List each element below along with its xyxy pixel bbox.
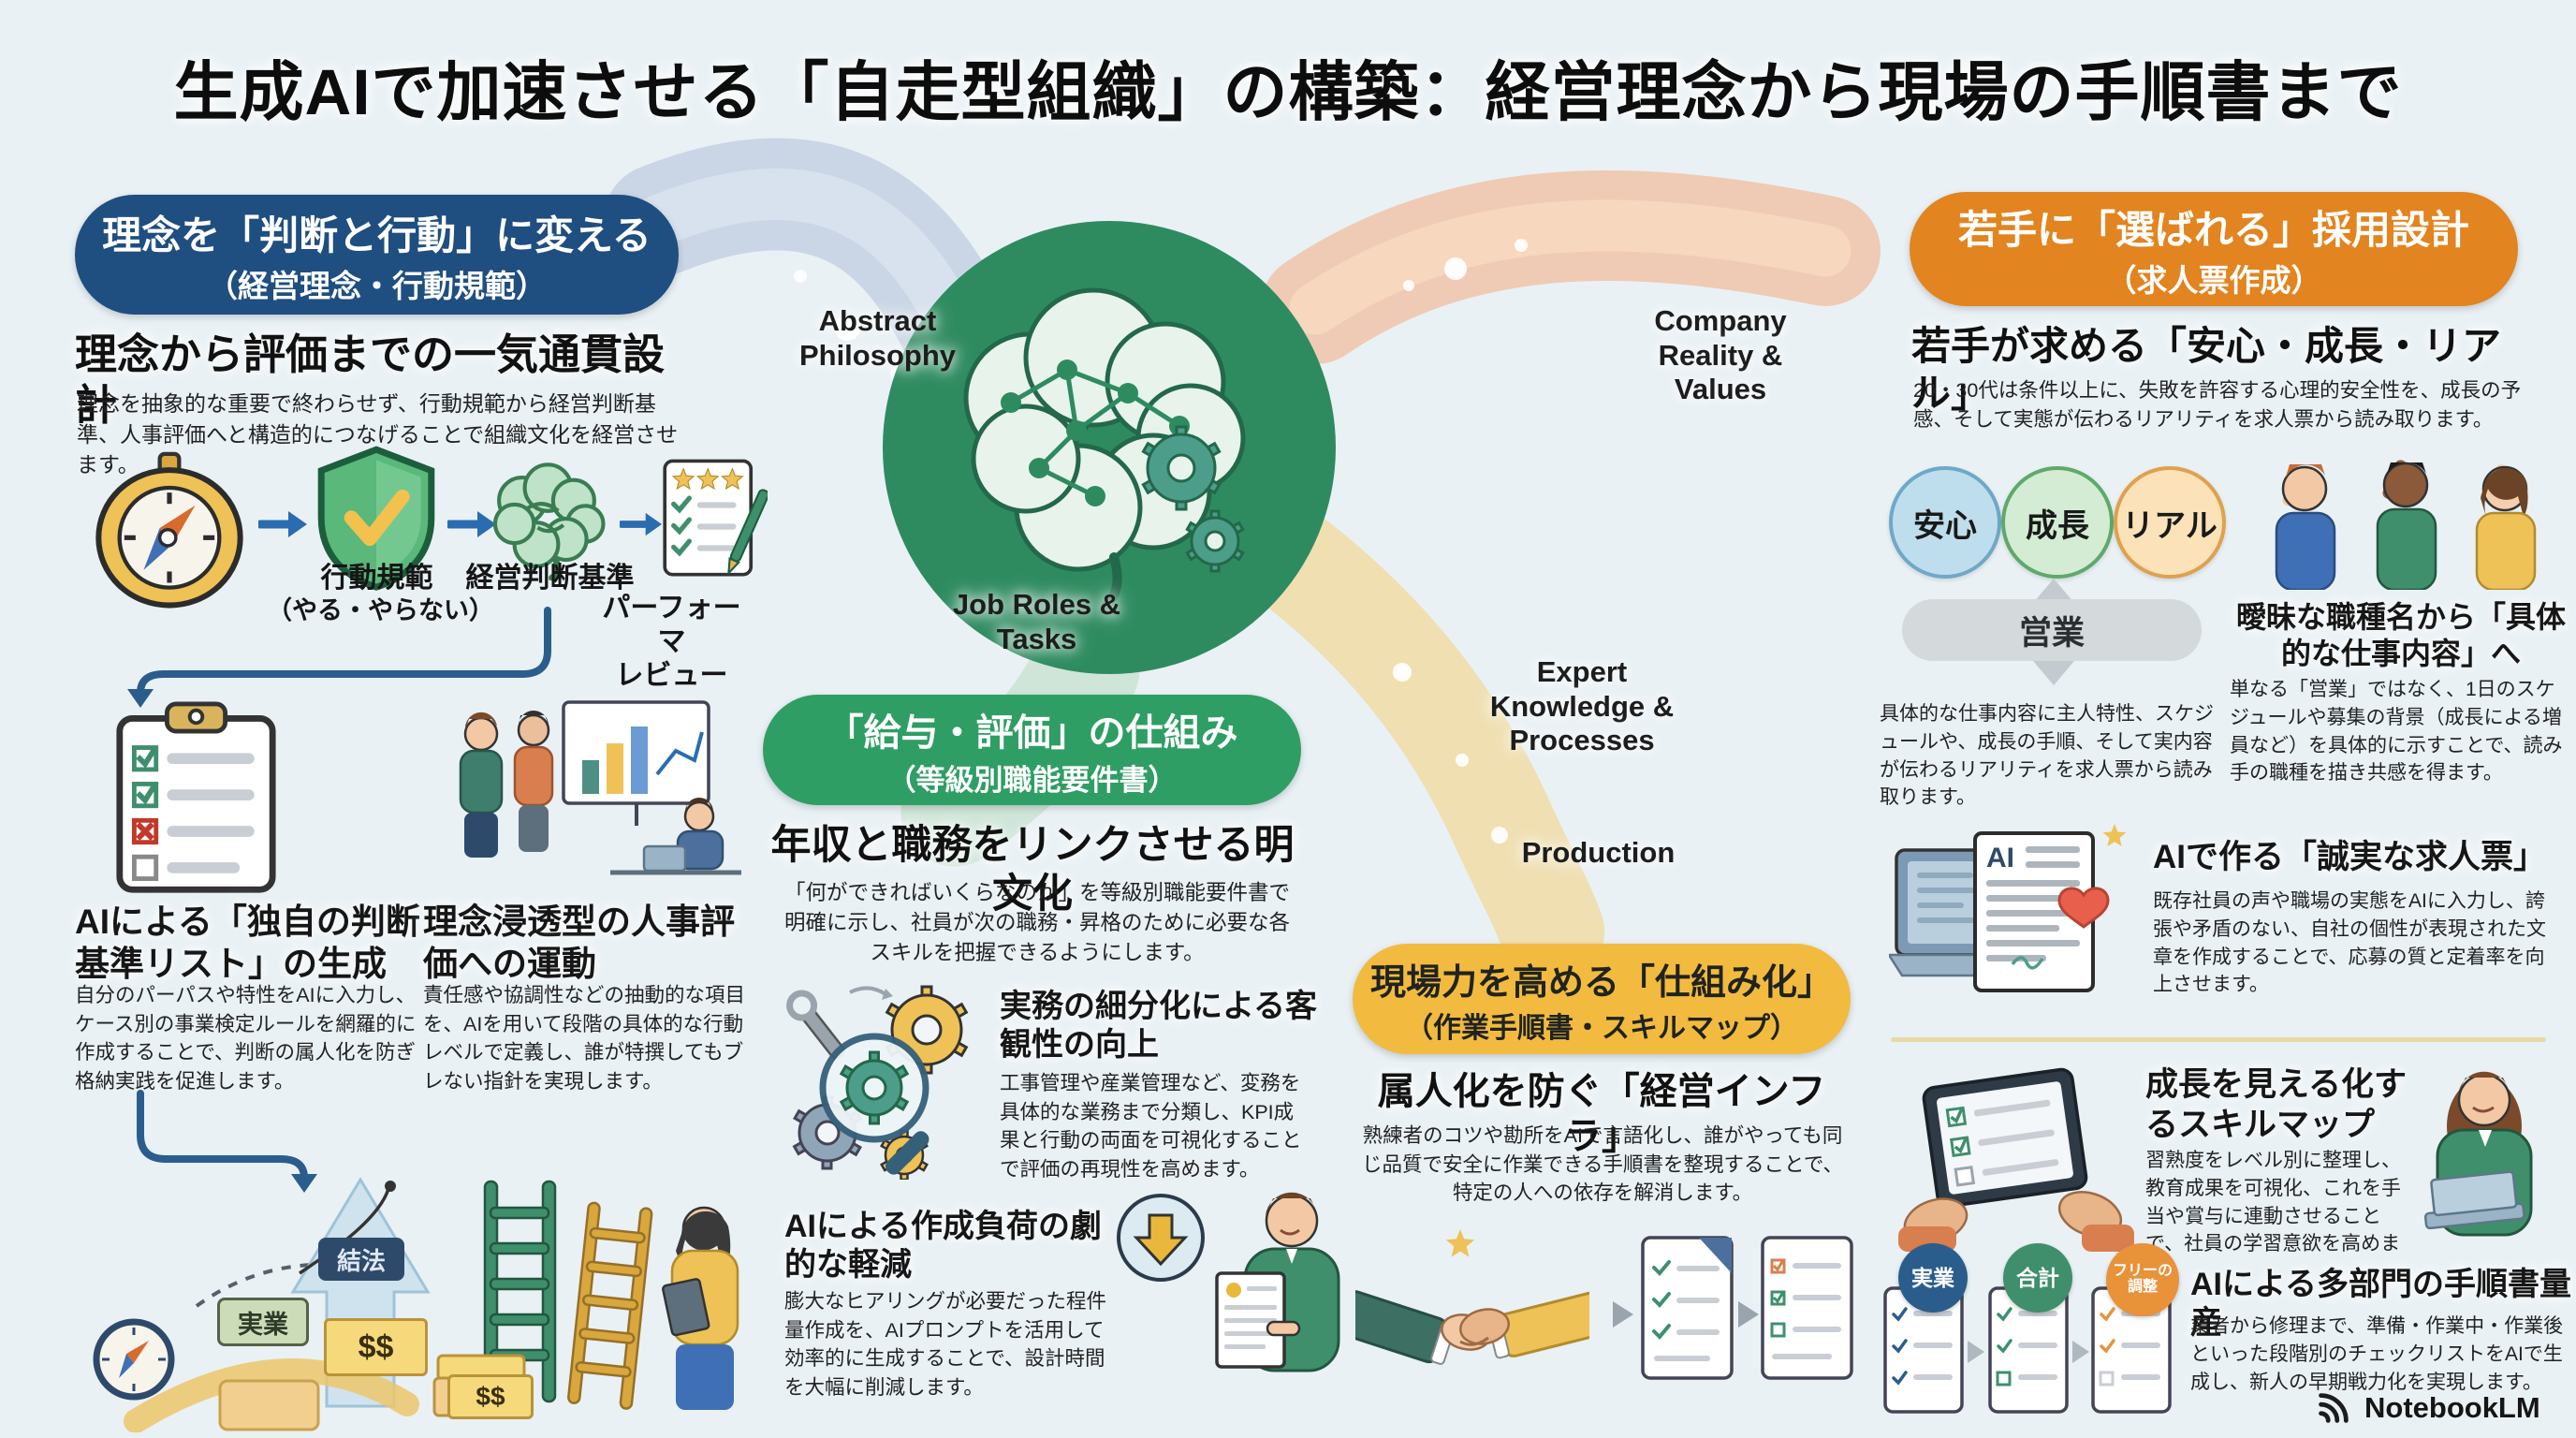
flow-step-label-line2: レビュー [615, 660, 728, 691]
left-section-body: 自分のパーパスや特性をAIに入力し、ケース別の事業検定ルールを網羅的に作成するこ… [75, 984, 417, 1093]
left-section-heading: AIによる「独自の判断基準リスト」の生成 [75, 902, 420, 984]
left-section-body: 責任感や協調性などの抽動的な項目を、AIを用いて段階の具体的な行動レベルで定義し… [423, 984, 746, 1093]
flow-label-abstract-philosophy: Abstract Philosophy [798, 304, 957, 372]
skillmap-section-heading: 成長を見える化するスキルマップ [2145, 1066, 2407, 1143]
pill-line1: 若手に「選ばれる」採用設計 [1957, 207, 2469, 252]
gear-icon [1141, 425, 1245, 573]
ai-label: AI [1986, 843, 2014, 873]
recruit-heading: 若手が求める「安心・成長・リアル」 [1911, 324, 2502, 416]
keyword-tag: 実業 [217, 1298, 309, 1346]
left-heading: 理念から評価までの一気通貫設計 [75, 330, 666, 429]
honest-section-body: 既存社員の声や職場の実態をAIに入力し、誇張や矛盾のない、自社の個性が表現された… [2153, 890, 2546, 996]
manuals-section-heading: AIによる多部門の手順書量産 [2190, 1267, 2571, 1342]
salary-section-body: 膨大なヒアリングが必要だった程件量作成を、AIプロンプトを活用して効率的に生成す… [784, 1290, 1107, 1399]
section-divider [1891, 1037, 2546, 1042]
arrow-right-icon [258, 511, 307, 537]
sales-arrow-up-icon [2033, 579, 2074, 603]
job-section-heading: 曖昧な職種名から「具体的な仕事内容」へ [2235, 600, 2566, 671]
team-review-illustration [459, 700, 741, 875]
ai-job-posting-icon: AI [1889, 824, 2127, 992]
flow-label-job-roles: Job Roles & Tasks [952, 588, 1121, 655]
flow-label-expert-knowledge: Expert Knowledge & Processes [1489, 655, 1675, 757]
manual-badge: 実業 [1898, 1243, 1968, 1313]
pill-line2: （経営理念・行動規範） [207, 268, 547, 303]
procedure-cards-illustration [1613, 1236, 1853, 1380]
shield-check-icon [317, 446, 435, 591]
flow-step-label: パーフォーマ レビュー [590, 592, 754, 693]
salary-body: 「何ができればいくらなのか」を等級別職能要件書で明確に示し、社員が次の職務・昇格… [784, 881, 1291, 964]
keyword-circle-seicho: 成長 [2001, 466, 2114, 579]
compass-icon [95, 451, 243, 609]
sales-arrow-down-icon [2033, 661, 2074, 685]
connector-line [137, 607, 551, 1181]
flow-step-label: 行動規範 （やる・やらない） [267, 562, 494, 625]
skillmap-section-body: 習熟度をレベル別に整理し、教育成果を可視化、これを手当や賞与に連動させることで、… [2145, 1150, 2401, 1283]
handshake-illustration [1355, 1229, 1589, 1365]
manual-badge: 合計 [2003, 1243, 2072, 1313]
pill-line1: 理念を「判断と行動」に変える [102, 213, 651, 257]
keyword-tag: 結法 [318, 1238, 404, 1281]
brain-icon [492, 462, 606, 580]
salary-heading: 年収と職務をリンクさせる明文化 [770, 823, 1295, 917]
pill-line2: （求人票作成） [2105, 262, 2322, 298]
pill-line1: 「給与・評価」の仕組み [826, 712, 1238, 754]
arrow-right-icon [447, 511, 496, 537]
flow-label-production: Production [1521, 836, 1676, 869]
pill-line1: 現場力を高める「仕組み化」 [1369, 962, 1833, 1003]
money-icon: $$ [447, 1374, 534, 1419]
man-with-document-illustration [1215, 1192, 1340, 1372]
footer-brand-label: NotebookLM [2364, 1391, 2540, 1424]
keyword-circle-real: リアル [2114, 466, 2226, 579]
manual-cards-illustration [1883, 1286, 2172, 1414]
footer-brand: NotebookLM [2312, 1389, 2540, 1427]
section-pill-field: 現場力を高める「仕組み化」 （作業手順書・スキルマップ） [1353, 944, 1851, 1054]
money-icon: $$ [324, 1318, 428, 1376]
section-pill-recruit: 若手に「選ばれる」採用設計 （求人票作成） [1910, 192, 2518, 306]
reduce-load-arrow-icon [1117, 1194, 1205, 1282]
flow-step-label-line1: パーフォーマ [602, 593, 741, 657]
sales-pill-label: 営業 [2018, 614, 2085, 652]
honest-section-heading: AIで作る「誠実な求人票」 [2153, 839, 2547, 875]
woman-laptop-illustration [2423, 1071, 2533, 1237]
left-body: 理念を抽象的な重要で終わらせず、行動規範から経営判断基準、人事評価へと構造的につ… [77, 391, 679, 477]
flow-label-company-reality: Company Reality & Values [1654, 304, 1787, 406]
manuals-section-body: 業者から修理まで、準備・作業中・作業後といった段階別のチェックリストをAIで生成… [2190, 1315, 2564, 1393]
job-section-body: 単なる「営業」ではなく、1日のスケジュールや募集の背景（成長による増員など）を具… [2230, 679, 2563, 785]
salary-section-body: 工事管理や産業管理など、変務を具体的な業務まで分類し、KPI成果と行動の両面を可… [1000, 1072, 1302, 1181]
arrow-right-icon [620, 512, 662, 536]
keyword-circle-anshin: 安心 [1889, 466, 2001, 579]
gears-magnifier-icon [786, 985, 969, 1180]
sales-pill: 営業 [1902, 599, 2202, 661]
performance-review-checklist-icon [663, 459, 768, 577]
left-section-heading: 理念浸透型の人事評価への運動 [423, 902, 735, 984]
flow-step-label: 経営判断基準 [465, 563, 635, 594]
pill-line2: （作業手順書・スキルマップ） [1405, 1012, 1798, 1044]
career-ladder-illustration [432, 1180, 739, 1417]
field-body: 熟練者のコツや勘所をAIで言語化し、誰がやっても同じ品質で安全に作業できる手順書… [1361, 1124, 1844, 1205]
growth-arrow-illustration [93, 1177, 431, 1432]
section-pill-salary: 「給与・評価」の仕組み （等級別職能要件書） [763, 695, 1301, 805]
section-pill-philosophy: 理念を「判断と行動」に変える （経営理念・行動規範） [75, 195, 679, 315]
recruit-left-body: 具体的な仕事内容に主人特性、スケジュールや、成長の手順、そして実内容が伝わるリア… [1880, 703, 2214, 809]
notebooklm-logo-icon [2319, 1393, 2349, 1423]
flow-step-label-line2: （やる・やらない） [267, 596, 494, 624]
manual-badge: フリーの調整 [2106, 1243, 2179, 1316]
brain-network-illustration [963, 287, 1246, 610]
skillmap-tablet-icon [1898, 1067, 2134, 1252]
field-heading: 属人化を防ぐ「経営インフラ」 [1377, 1071, 1826, 1157]
pill-line2: （等級別職能要件書） [886, 763, 1178, 797]
checklist-clipboard-icon [116, 701, 276, 893]
flow-step-label-line1: 行動規範 [320, 563, 433, 594]
salary-section-heading: AIによる作成負荷の劇的な軽減 [784, 1209, 1102, 1284]
young-people-illustration [2275, 460, 2537, 590]
salary-section-heading: 実務の細分化による客観性の向上 [1000, 989, 1317, 1064]
recruit-body: 20・30代は条件以上に、失敗を許容する心理的安全性を、成長の予感、そして実態が… [1913, 379, 2522, 431]
page-title: 生成AIで加速させる「自走型組織」の構築：経営理念から現場の手順書まで [173, 56, 2403, 128]
